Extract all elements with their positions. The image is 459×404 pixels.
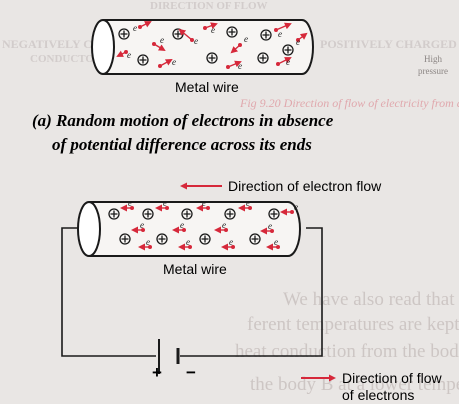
legend-line2: of electrons [342, 387, 414, 403]
positive-ion-icon [181, 208, 193, 220]
plus-glyph [183, 210, 191, 218]
electron-motion-arrow-icon [153, 43, 166, 52]
electron-label: e [186, 237, 190, 247]
bg-positively-charged: POSITIVELY CHARGED [320, 37, 457, 51]
caption-a-line2: of potential difference across its ends [52, 135, 312, 154]
electron-label: e [163, 198, 167, 208]
electron-label: e [172, 57, 176, 67]
electron-motion-arrow-icon [277, 57, 292, 65]
legend-line1: Direction of flow [342, 370, 442, 386]
plus-glyph [228, 28, 236, 36]
electron-label: e [294, 202, 298, 212]
plus-glyph [201, 235, 209, 243]
electron-label: e [268, 221, 272, 231]
plus-glyph [158, 235, 166, 243]
positive-ion-icon [156, 233, 168, 245]
electron-label: e [238, 61, 242, 71]
electron-motion-arrow-icon [116, 50, 127, 57]
circuit-wire [61, 227, 323, 357]
bg-para-3: heat conduction from the body A at a hi [235, 341, 459, 362]
battery-plus-sign: + [152, 363, 162, 382]
electron-motion-arrow-icon [297, 32, 308, 41]
electron-label: e [127, 50, 131, 60]
electron-motion-arrow-icon [204, 22, 218, 29]
legend-flow-of-electrons: Direction of flow of electrons [301, 370, 442, 403]
plus-glyph [259, 54, 267, 62]
bg-high: High [424, 54, 443, 64]
electron-motion-arrow-icon [275, 22, 292, 31]
electron-motion-arrow-icon [178, 28, 193, 41]
plus-glyph [139, 56, 147, 64]
positive-ion-icon [142, 208, 154, 220]
bg-pressure: pressure [418, 66, 448, 76]
electron-label: e [274, 237, 278, 247]
electron-label: e [222, 220, 226, 230]
flow-direction-label: Direction of electron flow [228, 178, 382, 194]
plus-glyph [110, 210, 118, 218]
plus-glyph [144, 210, 152, 218]
bg-para-1: We have also read that if two bodies [283, 289, 459, 310]
caption-a-line1: (a) Random motion of electrons in absenc… [32, 111, 334, 130]
electron-motion-arrow-icon [159, 59, 173, 67]
positive-ion-icon [119, 233, 131, 245]
electron-label: e [286, 57, 290, 67]
electron-label: e [278, 29, 282, 39]
positive-ion-icon [108, 208, 120, 220]
electron-label: e [211, 25, 215, 35]
positive-ion-icon [137, 54, 149, 66]
electron-motion-arrow-icon [227, 60, 242, 68]
plus-glyph [284, 46, 292, 54]
battery-minus-sign: − [186, 363, 196, 382]
wire-a [91, 19, 314, 75]
positive-ion-icon [257, 52, 269, 64]
electron-label: e [160, 35, 164, 45]
electron-label: e [244, 34, 248, 44]
plus-glyph [226, 210, 234, 218]
electron-label: e [202, 198, 206, 208]
positive-ion-icon [249, 233, 261, 245]
positive-ion-icon [206, 52, 218, 64]
plus-glyph [251, 235, 259, 243]
electron-motion-arrow-icon [139, 21, 152, 28]
bg-conductor: CONDUCTOR [30, 53, 103, 65]
positive-ion-icon [199, 233, 211, 245]
positive-ion-icon [282, 44, 294, 56]
electron-label: e [296, 37, 300, 47]
positive-ion-icon [260, 29, 272, 41]
wire-b-label: Metal wire [163, 261, 227, 277]
electron-label: e [194, 36, 198, 46]
electron-motion-arrow-icon [230, 44, 241, 54]
bg-direction-of-flow: DIRECTION OF FLOW [150, 0, 268, 12]
wire-b [77, 201, 301, 257]
positive-ion-icon [268, 208, 280, 220]
electron-label: e [180, 220, 184, 230]
electron-label: e [140, 220, 144, 230]
bg-para-2: ferent temperatures are kept in contact, [247, 314, 459, 335]
bg-fig-caption: Fig 9.20 Direction of flow of electricit… [239, 96, 459, 110]
bg-para-4: the body B at a lower temperat [250, 374, 459, 395]
plus-glyph [121, 235, 129, 243]
battery-icon [158, 339, 180, 374]
circuit-right-lead [180, 227, 323, 357]
electron-label: e [246, 198, 250, 208]
flow-direction-indicator: Direction of electron flow [180, 178, 382, 194]
plus-glyph [120, 30, 128, 38]
circuit-left-lead [61, 227, 156, 357]
electron-label: e [128, 198, 132, 208]
plus-glyph [262, 31, 270, 39]
plus-glyph [270, 210, 278, 218]
positive-ion-icon [224, 208, 236, 220]
electron-label: e [229, 237, 233, 247]
positive-ion-icon [226, 26, 238, 38]
plus-glyph [208, 54, 216, 62]
electron-label: e [133, 23, 137, 33]
electron-label: e [146, 237, 150, 247]
positive-ion-icon [118, 28, 130, 40]
wire-a-label: Metal wire [175, 79, 239, 95]
